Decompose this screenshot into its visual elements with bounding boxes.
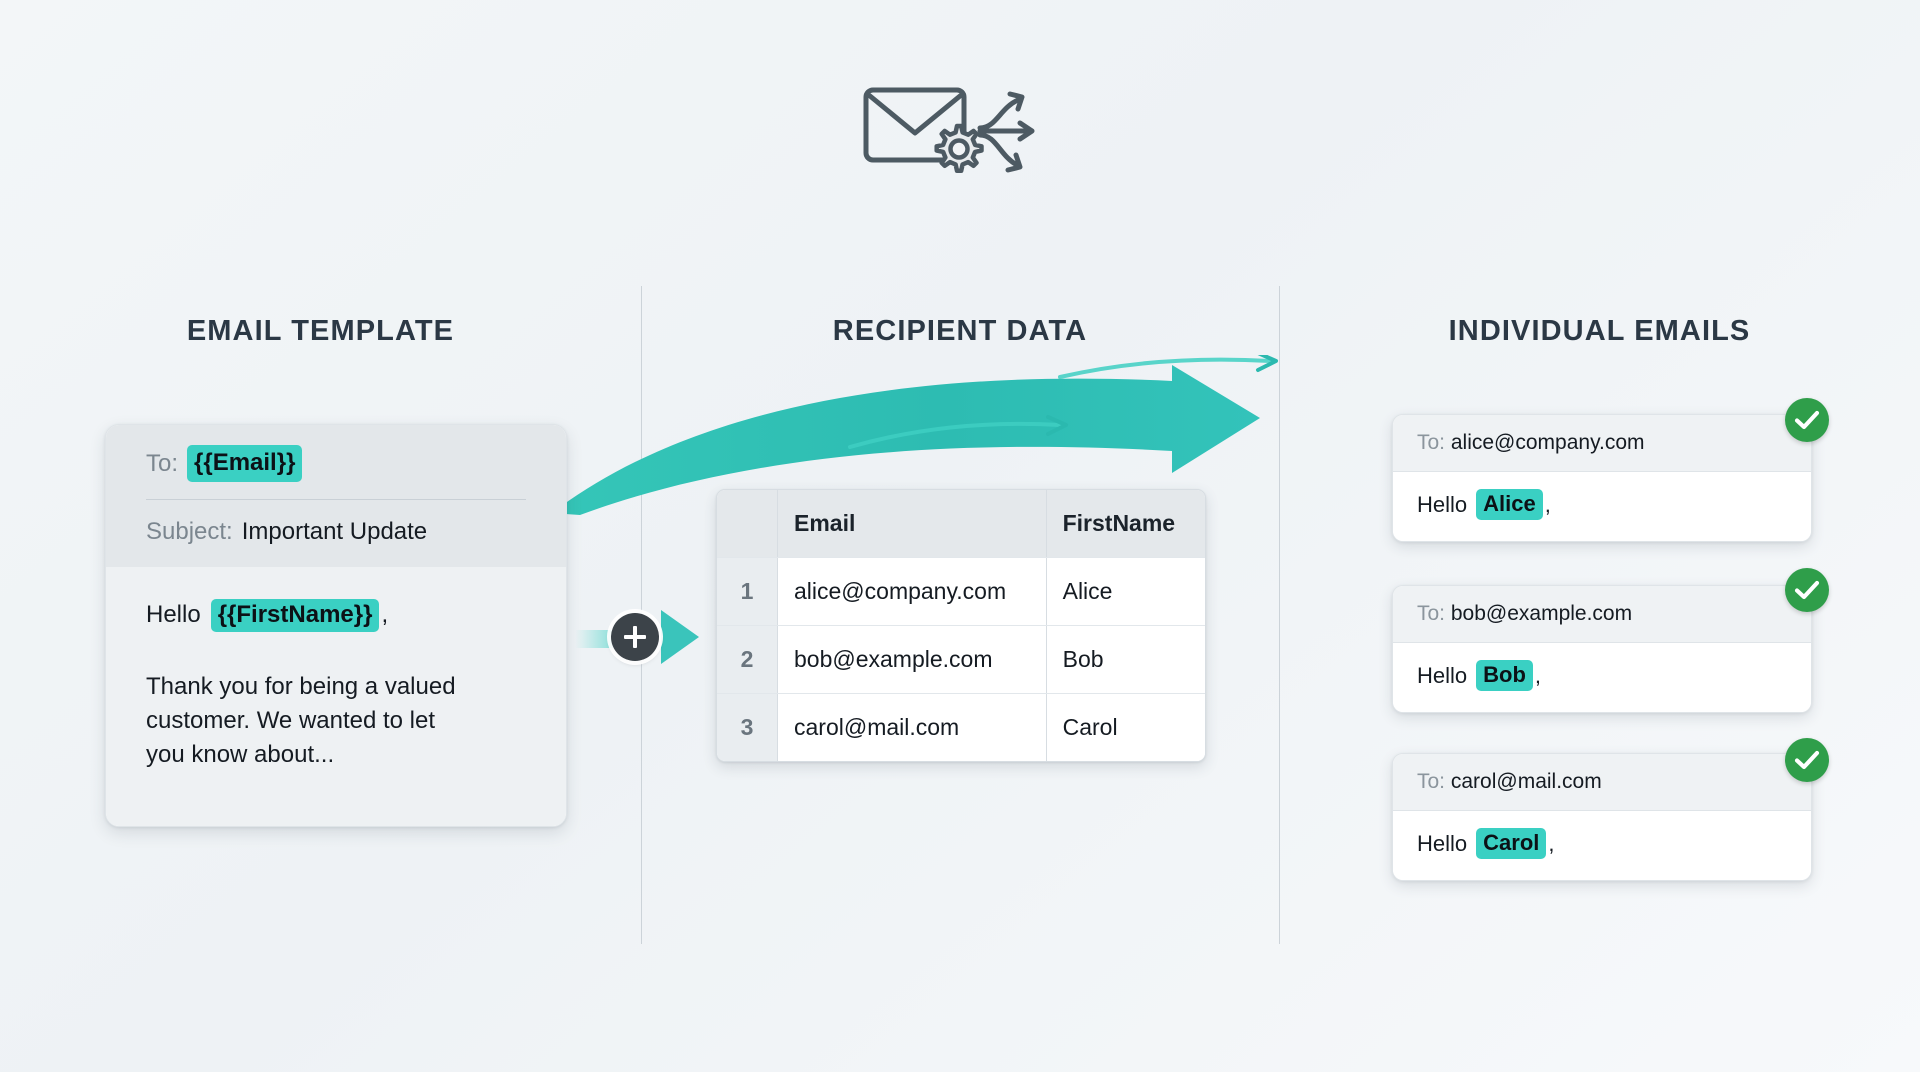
email-to-label: To: (1417, 602, 1446, 625)
email-greeting-word: Hello (1417, 491, 1468, 517)
table-corner-cell (717, 490, 778, 558)
email-to-label: To: (1417, 431, 1446, 454)
row-number: 1 (717, 557, 778, 626)
template-subject-row: Subject: Important Update (146, 516, 526, 548)
cell-firstname: Carol (1046, 693, 1205, 761)
email-name-token: Bob (1476, 660, 1533, 691)
template-to-label: To: (146, 449, 179, 477)
cell-firstname: Bob (1046, 625, 1205, 694)
table-column-email: Email (777, 490, 1047, 558)
email-to-line: To: alice@company.com (1393, 415, 1811, 472)
email-name-token: Alice (1476, 489, 1543, 520)
template-to-row: To: {{Email}} (146, 445, 526, 483)
cell-email: carol@mail.com (777, 693, 1047, 761)
email-to-value: alice@company.com (1450, 431, 1645, 454)
template-divider (146, 499, 526, 501)
template-subject-label: Subject: (146, 518, 233, 546)
template-greeting-word: Hello (146, 601, 201, 629)
template-paragraph: Thank you for being a valued customer. W… (146, 672, 456, 768)
table-header-row: Email FirstName (717, 490, 1205, 558)
check-circle-icon (1785, 568, 1829, 612)
template-firstname-token: {{FirstName}} (210, 598, 380, 632)
email-greeting-comma: , (1534, 662, 1542, 688)
row-number: 2 (717, 625, 778, 694)
email-to-line: To: bob@example.com (1393, 586, 1811, 643)
arrow-right-icon (661, 610, 699, 664)
check-circle-icon (1785, 738, 1829, 782)
table-column-firstname: FirstName (1046, 490, 1205, 558)
recipient-data-table[interactable]: Email FirstName 1 alice@company.com Alic… (716, 489, 1206, 762)
email-template-card[interactable]: To: {{Email}} Subject: Important Update … (105, 424, 567, 828)
table-row[interactable]: 2 bob@example.com Bob (717, 625, 1205, 694)
cell-firstname: Alice (1046, 557, 1205, 626)
heading-email-template: EMAIL TEMPLATE (186, 315, 455, 347)
email-name-token: Carol (1476, 828, 1547, 859)
template-greeting-comma: , (381, 601, 389, 629)
email-greeting-word: Hello (1417, 830, 1468, 856)
cell-email: alice@company.com (777, 557, 1047, 626)
email-greeting-word: Hello (1417, 662, 1468, 688)
individual-email-card[interactable]: To: bob@example.com Hello Bob , (1392, 585, 1812, 713)
email-body: Hello Alice , (1393, 472, 1811, 541)
template-header: To: {{Email}} Subject: Important Update (106, 425, 566, 567)
cell-email: bob@example.com (777, 625, 1047, 694)
email-body: Hello Carol , (1393, 811, 1811, 880)
template-subject-value: Important Update (241, 518, 428, 546)
email-to-line: To: carol@mail.com (1393, 754, 1811, 811)
heading-individual-emails: INDIVIDUAL EMAILS (1448, 315, 1751, 347)
email-greeting-comma: , (1544, 491, 1551, 517)
check-circle-icon (1785, 398, 1829, 442)
heading-recipient-data: RECIPIENT DATA (832, 315, 1088, 347)
column-divider-right (1279, 286, 1280, 944)
merge-connector (575, 608, 705, 670)
template-greeting: Hello {{FirstName}} , (146, 598, 526, 632)
individual-email-card[interactable]: To: alice@company.com Hello Alice , (1392, 414, 1812, 542)
plus-icon (611, 613, 659, 661)
email-greeting-comma: , (1548, 830, 1555, 856)
row-number: 3 (717, 693, 778, 761)
envelope-gear-arrows-icon (860, 78, 1060, 188)
template-to-token: {{Email}} (187, 445, 303, 483)
email-to-value: bob@example.com (1450, 602, 1633, 625)
template-body: Hello {{FirstName}} , Thank you for bein… (106, 566, 566, 827)
individual-email-card[interactable]: To: carol@mail.com Hello Carol , (1392, 753, 1812, 881)
table-row[interactable]: 1 alice@company.com Alice (717, 557, 1205, 626)
email-to-value: carol@mail.com (1450, 770, 1602, 793)
table-row[interactable]: 3 carol@mail.com Carol (717, 693, 1205, 761)
email-to-label: To: (1417, 770, 1446, 793)
email-body: Hello Bob , (1393, 643, 1811, 712)
